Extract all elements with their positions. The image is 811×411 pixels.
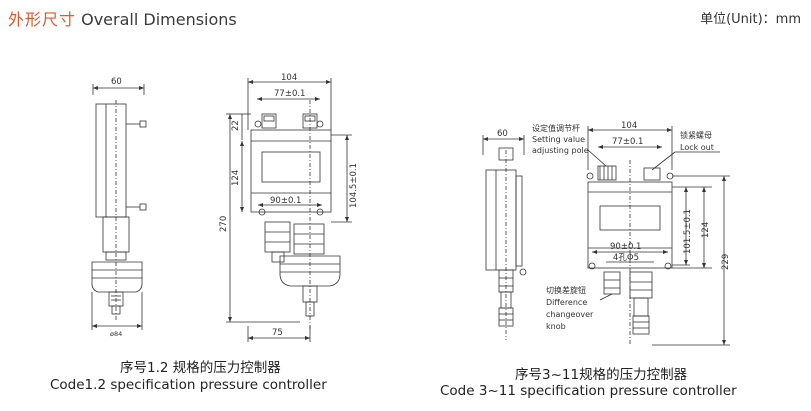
fig1-hole-spacing: 90±0.1 bbox=[270, 196, 301, 206]
note-diff-en2: changeover bbox=[546, 310, 594, 319]
fig2-front-width: 104 bbox=[621, 121, 637, 131]
fig2-top-spacing: 77±0.1 bbox=[612, 137, 643, 147]
note-setting-en2: adjusting pole bbox=[532, 146, 589, 155]
fig2-holes: 4孔Φ5 bbox=[613, 253, 639, 263]
note-diff-en3: knob bbox=[546, 322, 566, 331]
fig2-hole-spacing: 90±0.1 bbox=[610, 242, 641, 252]
fig1-window bbox=[261, 151, 321, 183]
fig2-height-124: 124 bbox=[701, 222, 711, 238]
fig2-caption-en: Code 3~11 specification pressure control… bbox=[440, 383, 737, 399]
fig1-front-body bbox=[250, 129, 332, 213]
fig1-height-124: 124 bbox=[231, 170, 241, 186]
fig1-front-width: 104 bbox=[281, 73, 297, 83]
fig1-height-270: 270 bbox=[219, 216, 229, 232]
fig2-front-view: 104 77±0.1 90±0.1 4孔Φ5 bbox=[586, 121, 731, 346]
note-lock-cn: 锁紧螺母 bbox=[680, 130, 712, 140]
fig1-height-22: 22 bbox=[231, 120, 241, 131]
note-diff-en1: Difference bbox=[546, 298, 587, 307]
fig1-top-spacing: 77±0.1 bbox=[274, 89, 305, 99]
title-english: Overall Dimensions bbox=[81, 10, 237, 29]
fig1-width-75: 75 bbox=[272, 328, 283, 338]
fig1-side-housing bbox=[95, 103, 127, 218]
fig2-height-1015: 101.5±0.1 bbox=[683, 209, 693, 254]
fig2-side-width: 60 bbox=[497, 129, 508, 139]
note-setting-en1: Setting value bbox=[532, 135, 585, 144]
fig2-notes: 设定值调节杆 Setting value adjusting pole 锁紧螺母… bbox=[532, 123, 714, 331]
fig1-height-1045: 104.5±0.1 bbox=[349, 163, 359, 208]
fig1-front-view: 104 77±0.1 90±0.1 22 bbox=[219, 73, 359, 342]
note-setting-cn: 设定值调节杆 bbox=[532, 123, 580, 133]
fig2-side-view: 60 bbox=[482, 129, 527, 340]
fig2-caption-cn: 序号3~11规格的压力控制器 bbox=[515, 367, 688, 383]
title-cn: 外形尺寸 bbox=[8, 10, 77, 29]
note-lock-en: Lock out bbox=[680, 143, 714, 152]
fig1-caption-cn: 序号1.2 规格的压力控制器 bbox=[120, 360, 281, 376]
fig2-height-229: 229 bbox=[721, 254, 731, 270]
page-title-row: 外形尺寸 Overall Dimensions bbox=[8, 6, 237, 30]
fig1-caption-en: Code1.2 specification pressure controlle… bbox=[50, 377, 327, 393]
note-diff-cn: 切换差旋钮 bbox=[546, 285, 586, 295]
unit-label: 单位(Unit)：mm bbox=[700, 12, 801, 27]
fig1-side-view: 60 ø84 bbox=[91, 77, 147, 338]
fig1-diameter: ø84 bbox=[110, 330, 122, 338]
fig1-side-width: 60 bbox=[111, 77, 122, 87]
